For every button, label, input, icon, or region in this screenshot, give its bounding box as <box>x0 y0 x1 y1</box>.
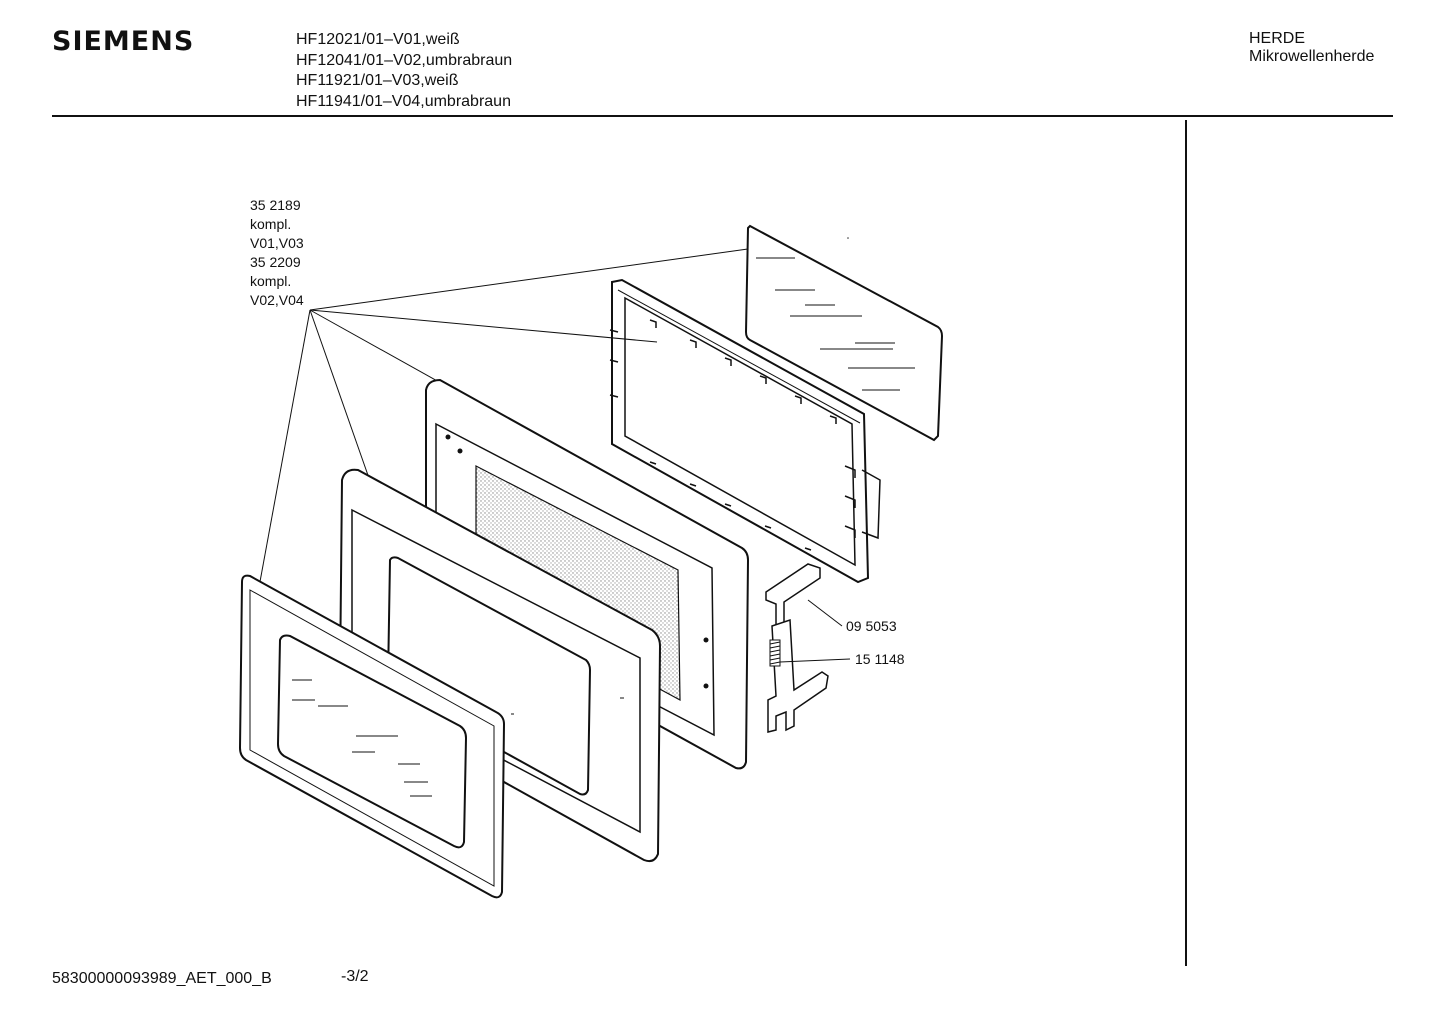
front-glass-window <box>238 574 506 899</box>
category-title: HERDE <box>1249 30 1306 47</box>
callout-line: 35 2189 <box>250 197 301 213</box>
brand-logo: SIEMENS <box>52 26 195 57</box>
inner-door-frame <box>609 278 881 584</box>
model-line: HF11941/01–V04,umbrabraun <box>296 92 511 110</box>
part-number-label: 09 5053 <box>846 618 897 634</box>
callout-line: V02,V04 <box>250 292 304 308</box>
assembly-callout: 35 2189 kompl. V01,V03 35 2209 kompl. V0… <box>250 196 304 310</box>
callout-line: 35 2209 <box>250 254 301 270</box>
callout-line: kompl. <box>250 273 292 289</box>
part-number-label: 15 1148 <box>855 651 905 667</box>
category-block: HERDE Mikrowellenherde <box>1249 30 1374 66</box>
model-list: HF12021/01–V01,weiß HF12041/01–V02,umbra… <box>296 30 512 112</box>
outer-glass-pane <box>744 224 944 442</box>
callout-line: kompl. <box>250 216 292 232</box>
side-divider <box>1185 120 1187 966</box>
model-line: HF11921/01–V03,weiß <box>296 72 459 89</box>
model-line: HF12021/01–V01,weiß <box>296 31 460 48</box>
callout-line: V01,V03 <box>250 235 304 251</box>
front-door-frame <box>338 468 662 863</box>
latch-spring-part <box>767 618 851 733</box>
latch-hook-part <box>765 563 843 634</box>
model-line: HF12041/01–V02,umbrabraun <box>296 51 513 69</box>
header-divider <box>52 115 1393 117</box>
stray-mark <box>847 237 849 239</box>
category-subtitle: Mikrowellenherde <box>1249 48 1375 65</box>
page-number: -3/2 <box>341 968 369 985</box>
document-id: 58300000093989_AET_000_B <box>52 970 272 987</box>
